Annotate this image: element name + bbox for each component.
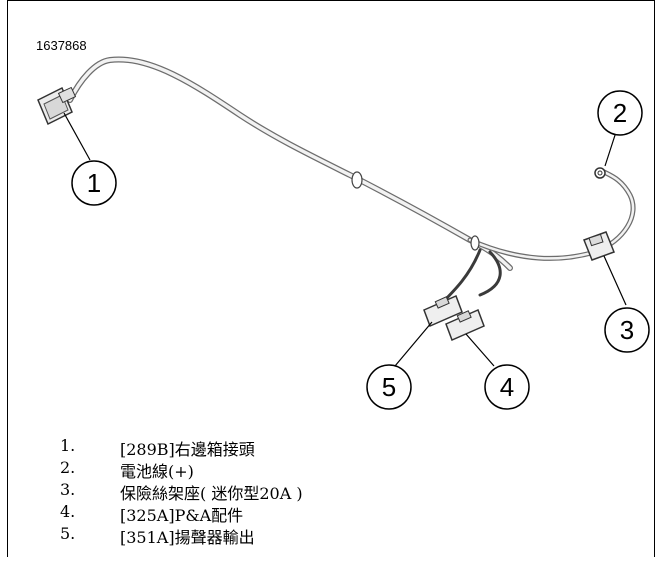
legend-text: 保險絲架座( 迷你型20A ) — [120, 484, 303, 503]
figure-id: 1637868 — [36, 38, 87, 53]
legend-item-5: 5. [351A]揚聲器輸出 — [0, 524, 658, 547]
legend-text: 電池線(+) — [120, 462, 194, 481]
callout-2: 2 — [597, 90, 643, 136]
legend-number: 3. — [60, 480, 76, 499]
ring-terminal-shape — [594, 167, 606, 179]
legend-number: 4. — [60, 502, 76, 521]
callout-1-label: 1 — [87, 168, 101, 198]
cable-tie — [470, 235, 480, 251]
callout-5: 5 — [366, 364, 412, 410]
connector-4-shape — [445, 308, 485, 342]
connector-1-shape — [37, 86, 77, 126]
fuse-holder-shape — [583, 231, 615, 261]
callout-1: 1 — [71, 160, 117, 206]
callout-2-label: 2 — [613, 98, 627, 128]
leader-lines — [63, 112, 627, 367]
callout-4: 4 — [484, 364, 530, 410]
legend-text: [289B]右邊箱接頭 — [120, 440, 255, 459]
legend-item-4: 4. [325A]P&A配件 — [0, 502, 658, 525]
callout-4-label: 4 — [500, 372, 514, 402]
callout-3: 3 — [604, 307, 650, 353]
callout-5-label: 5 — [382, 372, 396, 402]
legend-item-3: 3. 保險絲架座( 迷你型20A ) — [0, 480, 658, 503]
wiring-harness-diagram: 1 2 3 4 5 — [37, 56, 650, 410]
legend-text: [351A]揚聲器輸出 — [120, 528, 255, 547]
legend-number: 1. — [60, 436, 76, 455]
connector-5-shape — [423, 294, 463, 328]
legend-text: [325A]P&A配件 — [120, 506, 244, 525]
callout-3-label: 3 — [620, 315, 634, 345]
legend-item-2: 2. 電池線(+) — [0, 458, 658, 481]
legend-number: 2. — [60, 458, 76, 477]
figure-frame — [7, 0, 655, 557]
harness-cable — [67, 56, 636, 307]
cable-tie — [351, 171, 363, 189]
legend-item-1: 1. [289B]右邊箱接頭 — [0, 436, 658, 459]
legend-number: 5. — [60, 524, 76, 543]
